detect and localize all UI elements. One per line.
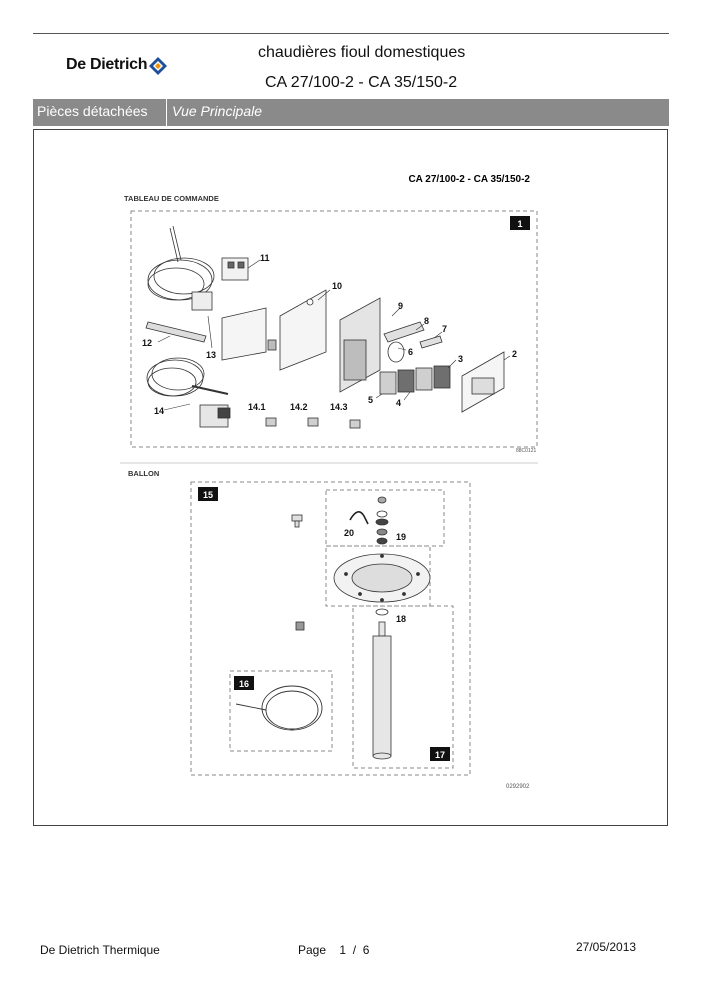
part-label-18: 18 [396, 614, 406, 624]
part-label-9: 9 [398, 301, 403, 311]
part-14-shape [146, 357, 231, 428]
part-16-shape [235, 685, 323, 731]
part-14x-shapes [265, 417, 361, 429]
tank-section-title: BALLON [128, 469, 159, 478]
brand-logo-text: De Dietrich [66, 56, 148, 73]
diagram-frame [33, 129, 668, 826]
part-label-13: 13 [206, 350, 216, 360]
part-label-12: 12 [142, 338, 152, 348]
footer-company: De Dietrich Thermique [40, 943, 160, 957]
footer-pagination: Page 1 / 6 [298, 943, 369, 957]
part-label-4: 4 [396, 398, 401, 408]
panel-tag: 1 [517, 219, 522, 229]
part-6-shape [387, 341, 405, 363]
tank-tag-box [198, 487, 218, 501]
subtag-16: 16 [239, 679, 249, 689]
part-2-shape [461, 351, 505, 413]
tank-tag: 15 [203, 490, 213, 500]
part-label-14-2: 14.2 [290, 402, 308, 412]
panel-dashed-box [130, 210, 538, 448]
brand-diamond-icon [149, 57, 167, 75]
footer-date: 27/05/2013 [576, 940, 637, 954]
subbox-17 [352, 605, 454, 769]
header-rule [33, 33, 669, 34]
document-title: chaudières fioul domestiques [258, 44, 466, 61]
page-separator: / [352, 943, 357, 957]
part-label-20: 20 [344, 528, 354, 538]
panel-ref: 88C0121 [516, 448, 537, 454]
section-bar: Pièces détachées Vue Principale [33, 99, 669, 126]
part-8-7-shape [383, 321, 443, 349]
page-current: 1 [339, 943, 347, 957]
part-label-6: 6 [408, 347, 413, 357]
part-19-shape [375, 496, 389, 545]
part-9-shape [339, 297, 381, 393]
part-label-5: 5 [368, 395, 373, 405]
part-label-8: 8 [424, 316, 429, 326]
part-10-shape [221, 289, 327, 371]
subbox-16 [229, 670, 333, 752]
part-11-shape [221, 257, 249, 281]
page-label: Page [298, 943, 327, 957]
part-label-7: 7 [442, 324, 447, 334]
section-label: Pièces détachées [37, 103, 148, 119]
subtag-17-box [430, 747, 450, 761]
section-cell [33, 99, 167, 126]
screw-shape [291, 514, 303, 528]
part-3-4-5-shape [379, 365, 451, 395]
page-total: 6 [362, 943, 370, 957]
part-label-11: 11 [260, 253, 270, 263]
thermostat-assembly [147, 225, 215, 311]
part-12-shape [145, 321, 207, 343]
part-17-shape [372, 621, 392, 760]
subtag-17: 17 [435, 750, 445, 760]
panel-section-title: TABLEAU DE COMMANDE [124, 194, 219, 203]
part-label-3: 3 [458, 354, 463, 364]
view-label: Vue Principale [172, 103, 263, 119]
leader-lines [157, 259, 511, 411]
part-label-2: 2 [512, 349, 517, 359]
tank-ref: 0292902 [506, 784, 530, 790]
part-label-14-1: 14.1 [248, 402, 266, 412]
clamp-shape [295, 621, 305, 631]
part-18-shape [375, 608, 389, 616]
part-label-19: 19 [396, 532, 406, 542]
diagram-model-label: CA 27/100-2 - CA 35/150-2 [408, 174, 530, 185]
part-label-14: 14 [154, 406, 164, 416]
part-label-14-3: 14.3 [330, 402, 348, 412]
part-20-shape [349, 511, 369, 525]
tank-dashed-box [190, 481, 471, 776]
flange-shape [333, 553, 431, 603]
part-label-10: 10 [332, 281, 342, 291]
document-model: CA 27/100-2 - CA 35/150-2 [265, 74, 458, 91]
panel-tag-box [510, 216, 530, 230]
subtag-16-box [234, 676, 254, 690]
